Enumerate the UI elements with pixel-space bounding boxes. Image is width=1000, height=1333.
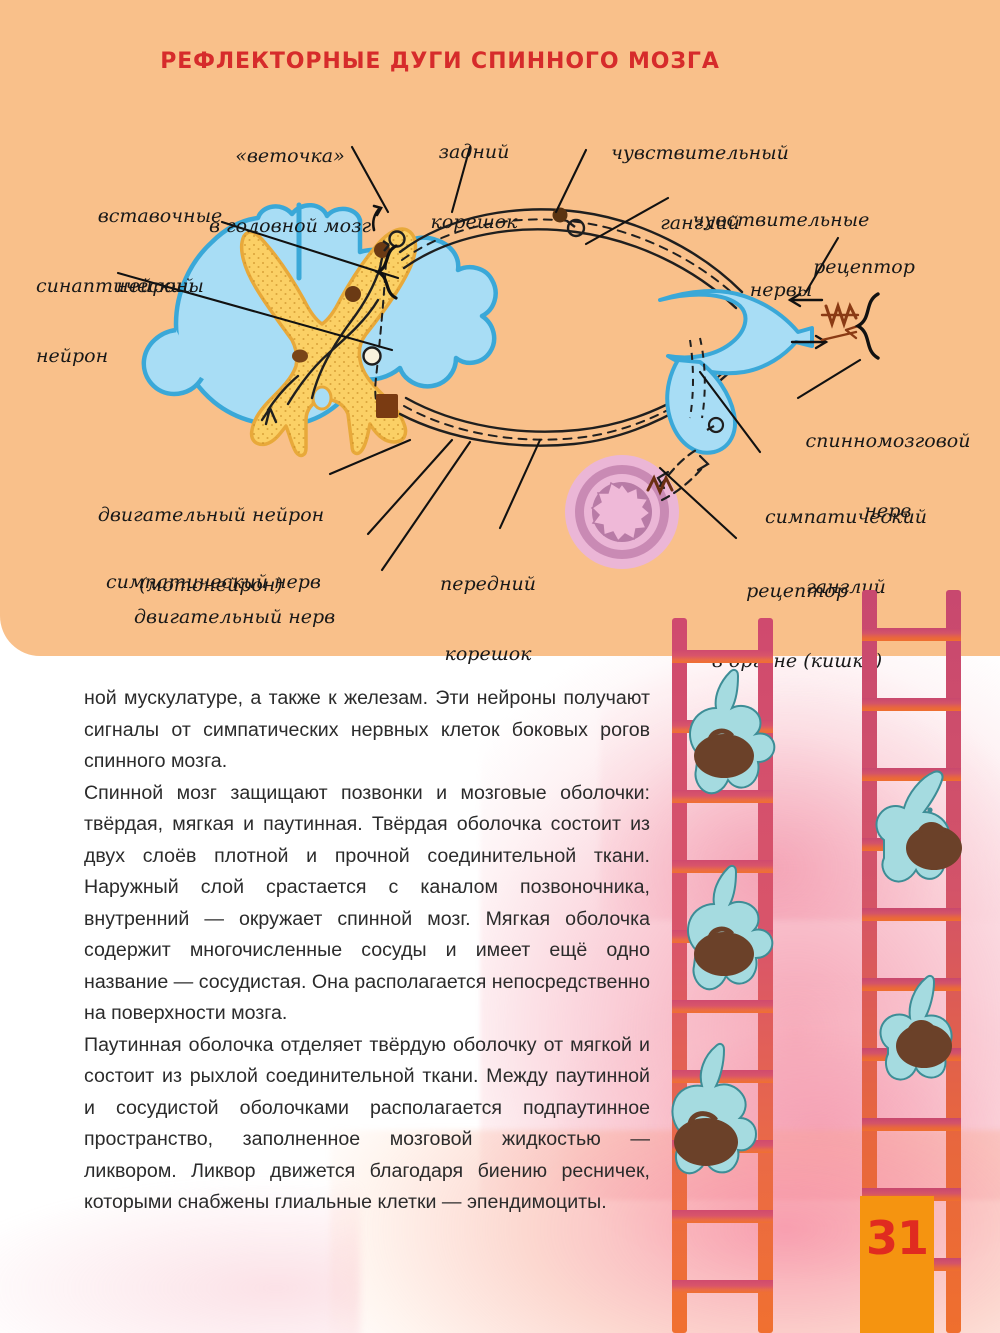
body-text: ной мускулатуре, а также к железам. Эти …: [84, 683, 650, 1219]
label-spinal-nerve: спинномозговой нерв: [805, 430, 971, 522]
critter: [671, 1042, 758, 1175]
label-ventral-root: передний корешок: [440, 573, 536, 665]
page-title: РЕФЛЕКТОРНЫЕ ДУГИ СПИННОГО МОЗГА: [160, 49, 720, 74]
page-number: 31: [865, 1211, 929, 1265]
intestine-cross-section: [565, 446, 710, 569]
paragraph: ной мускулатуре, а также к железам. Эти …: [84, 687, 650, 772]
receptor-endings: [787, 292, 860, 350]
critter: [687, 864, 774, 991]
label-sympathetic-nerve: симпатический нерв: [106, 571, 321, 594]
label-synaptic-neuron: синаптический нейрон: [36, 275, 195, 367]
critter: [875, 770, 962, 883]
label-sensory-nerves: чувствительные нервы: [692, 209, 870, 301]
label-branch-to-brain: «веточка» в головной мозг: [208, 145, 372, 237]
critter: [879, 974, 953, 1081]
arrow-to-brain: [371, 204, 383, 232]
brace-receptor: [854, 292, 880, 360]
label-dorsal-root: задний корешок: [430, 141, 518, 233]
climbing-critters-illustration: [671, 590, 962, 1333]
paragraph: Паутинная оболочка отделяет твёрдую обол…: [84, 1033, 650, 1214]
critter: [689, 668, 776, 795]
label-motor-neuron: двигательный нейрон (мотонейрон): [97, 504, 325, 596]
label-sensory-ganglion: чувствительный ганглий: [611, 142, 789, 234]
diagram-panel: РЕФЛЕКТОРНЫЕ ДУГИ СПИННОГО МОЗГА: [0, 0, 1000, 656]
page-number-band: [860, 1196, 934, 1333]
paragraph: Спинной мозг защищают позвонки и мозговы…: [84, 781, 650, 1025]
spinal-reflex-arc-diagram: [116, 145, 880, 572]
label-receptor: рецептор: [813, 256, 915, 279]
label-interneurons: вставочные нейроны: [97, 205, 223, 297]
synapse-nodes: [345, 230, 406, 418]
label-motor-nerve: двигательный нерв: [134, 606, 336, 629]
leader-lines: [116, 145, 862, 572]
